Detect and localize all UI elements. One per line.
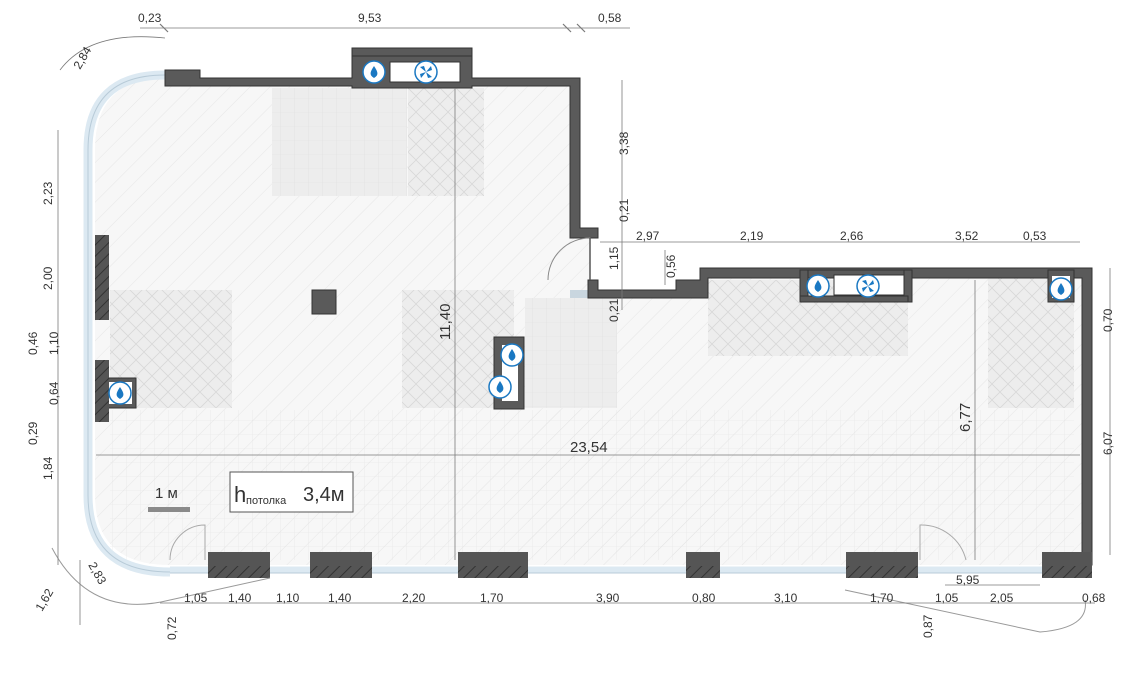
dim-label: 0,72 xyxy=(165,616,179,640)
dim-label: 0,29 xyxy=(26,421,40,445)
dim-label: 0,21 xyxy=(617,198,631,222)
dim-label: 23,54 xyxy=(570,439,608,456)
dim-label: 0,58 xyxy=(598,11,622,25)
dim-label: 2,23 xyxy=(41,181,55,205)
dim-label: 9,53 xyxy=(358,11,382,25)
dim-label: 2,00 xyxy=(41,266,55,290)
dim-label: 0,21 xyxy=(607,298,621,322)
ceiling-symbol: h xyxy=(234,482,246,507)
dim-label: 1,70 xyxy=(480,591,504,605)
dim-label: 0,53 xyxy=(1023,229,1047,243)
dim-label: 5,95 xyxy=(956,573,980,587)
ceiling-height-box: h потолка 3,4м xyxy=(229,471,354,513)
ceiling-value: 3,4м xyxy=(303,484,345,506)
ceiling-subscript: потолка xyxy=(246,495,287,507)
dim-label: 0,56 xyxy=(664,254,678,278)
dim-label: 3,10 xyxy=(774,591,798,605)
dim-label: 6,77 xyxy=(957,403,974,432)
dim-label: 1,05 xyxy=(935,591,959,605)
dim-label: 0,87 xyxy=(921,614,935,638)
dim-label: 0,80 xyxy=(692,591,716,605)
dim-label: 2,84 xyxy=(70,44,94,72)
doors xyxy=(51,237,1086,633)
water-drop-icon xyxy=(362,60,386,84)
water-drop-icon xyxy=(488,375,512,399)
dim-label: 1,15 xyxy=(607,246,621,270)
dim-label: 2,97 xyxy=(636,229,660,243)
dim-label: 3,38 xyxy=(617,131,631,155)
dim-label: 1,40 xyxy=(328,591,352,605)
dim-label: 0,64 xyxy=(47,381,61,405)
dim-label: 3,90 xyxy=(596,591,620,605)
dim-label: 1,40 xyxy=(228,591,252,605)
dim-label: 1,84 xyxy=(41,456,55,480)
ventilation-fan-icon xyxy=(414,60,438,84)
dim-label: 1,05 xyxy=(184,591,208,605)
dim-label: 1,10 xyxy=(276,591,300,605)
ventilation-fan-icon xyxy=(856,274,880,298)
dim-label: 1,10 xyxy=(47,331,61,355)
dim-label: 3,52 xyxy=(955,229,979,243)
dim-label: 0,70 xyxy=(1101,308,1115,332)
dim-label: 0,46 xyxy=(26,331,40,355)
water-drop-icon xyxy=(108,381,132,405)
dimension-labels: 0,23 9,53 0,58 2,84 2,23 2,00 0,46 1,10 … xyxy=(26,11,1115,640)
scale-bar: 1 м xyxy=(148,485,190,512)
dim-label: 0,23 xyxy=(138,11,162,25)
dim-label: 2,83 xyxy=(85,560,109,588)
dim-label: 0,68 xyxy=(1082,591,1106,605)
dim-label: 2,05 xyxy=(990,591,1014,605)
dim-label: 1,70 xyxy=(870,591,894,605)
dimension-lines xyxy=(57,23,1111,625)
dim-label: 2,66 xyxy=(840,229,864,243)
scale-label: 1 м xyxy=(155,485,178,502)
dim-label: 2,20 xyxy=(402,591,426,605)
dim-label: 6,07 xyxy=(1101,431,1115,455)
dim-label: 1,62 xyxy=(32,586,56,614)
water-drop-icon xyxy=(806,274,830,298)
water-drop-icon xyxy=(1049,277,1073,301)
facade-piers xyxy=(95,235,1092,578)
dim-label: 11,40 xyxy=(437,304,454,340)
dim-label: 2,19 xyxy=(740,229,764,243)
water-drop-icon xyxy=(500,343,524,367)
